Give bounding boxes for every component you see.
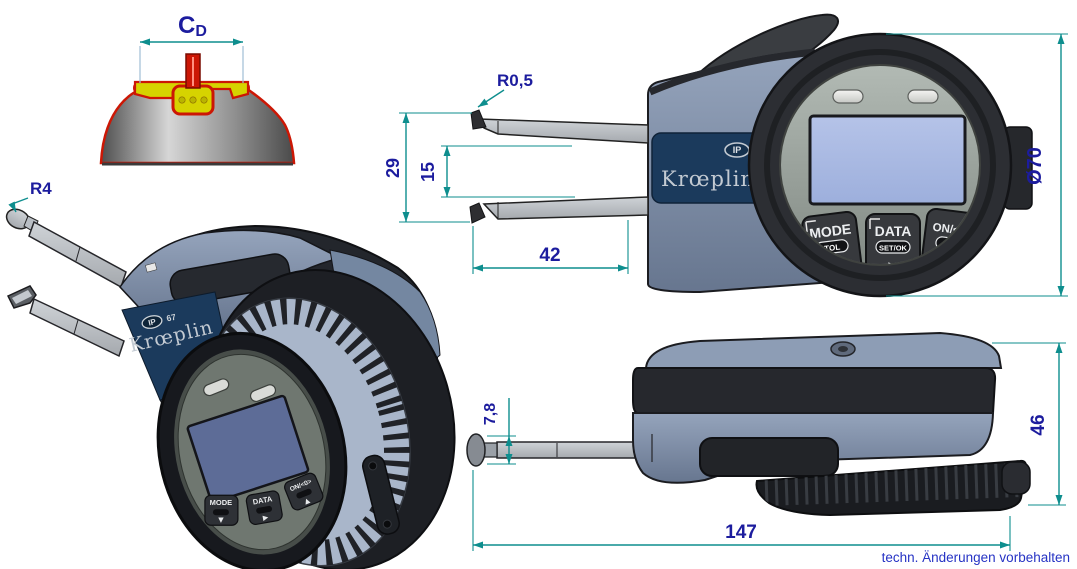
dim-42: 42	[472, 220, 629, 274]
indicator-window-right	[907, 89, 939, 104]
perspective-view: IP 67 Krœplin MODE ▼	[5, 179, 456, 569]
lcd-display	[808, 114, 967, 206]
indicator-window-left	[832, 89, 864, 104]
svg-text:▶: ▶	[262, 513, 269, 522]
dim-147: 147	[472, 470, 1011, 551]
r4-label: R4	[30, 179, 52, 198]
data-button-3d: DATA ▶	[245, 490, 283, 526]
side-view: 7,8 46 147	[466, 331, 1066, 551]
dim-diameter-70: Ø70	[886, 33, 1068, 297]
lever-side-band	[632, 367, 997, 414]
dim-29: 29	[383, 112, 472, 223]
svg-text:MODE: MODE	[210, 498, 233, 507]
side-knob-bottom	[1001, 461, 1031, 495]
svg-text:SET/OK: SET/OK	[879, 244, 908, 253]
svg-text:IP: IP	[147, 317, 157, 328]
clip-side	[699, 437, 839, 477]
right-arrow: ▶	[888, 259, 898, 273]
upper-contact-tip	[470, 109, 487, 130]
gauge-face: MODE TOL ▼ DATA SET/OK ▶ ON/<0>	[747, 32, 1013, 298]
dim-r05: R0,5	[477, 71, 533, 108]
dim-42-label: 42	[539, 245, 560, 266]
dim-7-8: 7,8	[482, 398, 516, 465]
dim-cd: CD	[139, 12, 244, 83]
can-body	[99, 82, 296, 166]
dim-15: 15	[418, 145, 575, 198]
svg-text:▲: ▲	[303, 496, 312, 506]
lower-probe-3d	[6, 285, 125, 358]
lcd-display-3d	[186, 394, 310, 504]
front-view: IP 67 Krœplin	[383, 13, 1068, 298]
mode-button-3d: MODE ▼	[204, 494, 239, 526]
setok-pill	[875, 240, 911, 254]
data-button: DATA SET/OK ▶	[865, 213, 921, 273]
on-off-button-3d: ON/<0> ▲	[284, 472, 324, 511]
r05-label: R0,5	[497, 71, 533, 90]
dim-29-label: 29	[383, 158, 403, 178]
gauge-face-3d: MODE ▼ DATA ▶ ON/<0> ▲	[156, 331, 348, 569]
indicator-window-3d	[249, 384, 277, 403]
dim-15-label: 15	[418, 162, 438, 182]
valve-cup	[133, 53, 250, 116]
probe-tip-side	[466, 433, 486, 467]
svg-text:DATA: DATA	[252, 494, 274, 506]
cap-dimension-label: CD	[178, 12, 207, 40]
footer-note: techn. Änderungen vorbehalten	[882, 550, 1070, 565]
indicator-window-3d	[203, 378, 230, 397]
side-body	[632, 331, 1031, 517]
upper-probe-3d	[5, 208, 127, 289]
side-clip-3d	[361, 454, 400, 535]
lower-contact-tip	[469, 202, 486, 224]
brand-text: Krœplin	[661, 167, 755, 191]
dim-46: 46	[992, 342, 1066, 506]
svg-text:▼: ▼	[218, 516, 224, 524]
svg-text:DATA: DATA	[875, 223, 912, 239]
lower-arm	[469, 196, 649, 224]
dim-46-label: 46	[1028, 414, 1049, 435]
svg-text:IP: IP	[733, 145, 742, 155]
dim-70-label: Ø70	[1024, 147, 1046, 185]
cap-section-view: CD	[99, 12, 296, 166]
dim-147-label: 147	[725, 522, 757, 543]
upper-arm	[470, 109, 649, 144]
ip67-badge-3d: IP 67	[141, 312, 177, 329]
dim-r4: R4	[8, 179, 52, 213]
dim-78-label: 7,8	[482, 403, 499, 425]
thumb-lever-3d	[169, 253, 291, 305]
svg-text:67: 67	[165, 312, 177, 324]
svg-text:TOL: TOL	[824, 243, 841, 254]
svg-text:MODE: MODE	[808, 221, 852, 242]
